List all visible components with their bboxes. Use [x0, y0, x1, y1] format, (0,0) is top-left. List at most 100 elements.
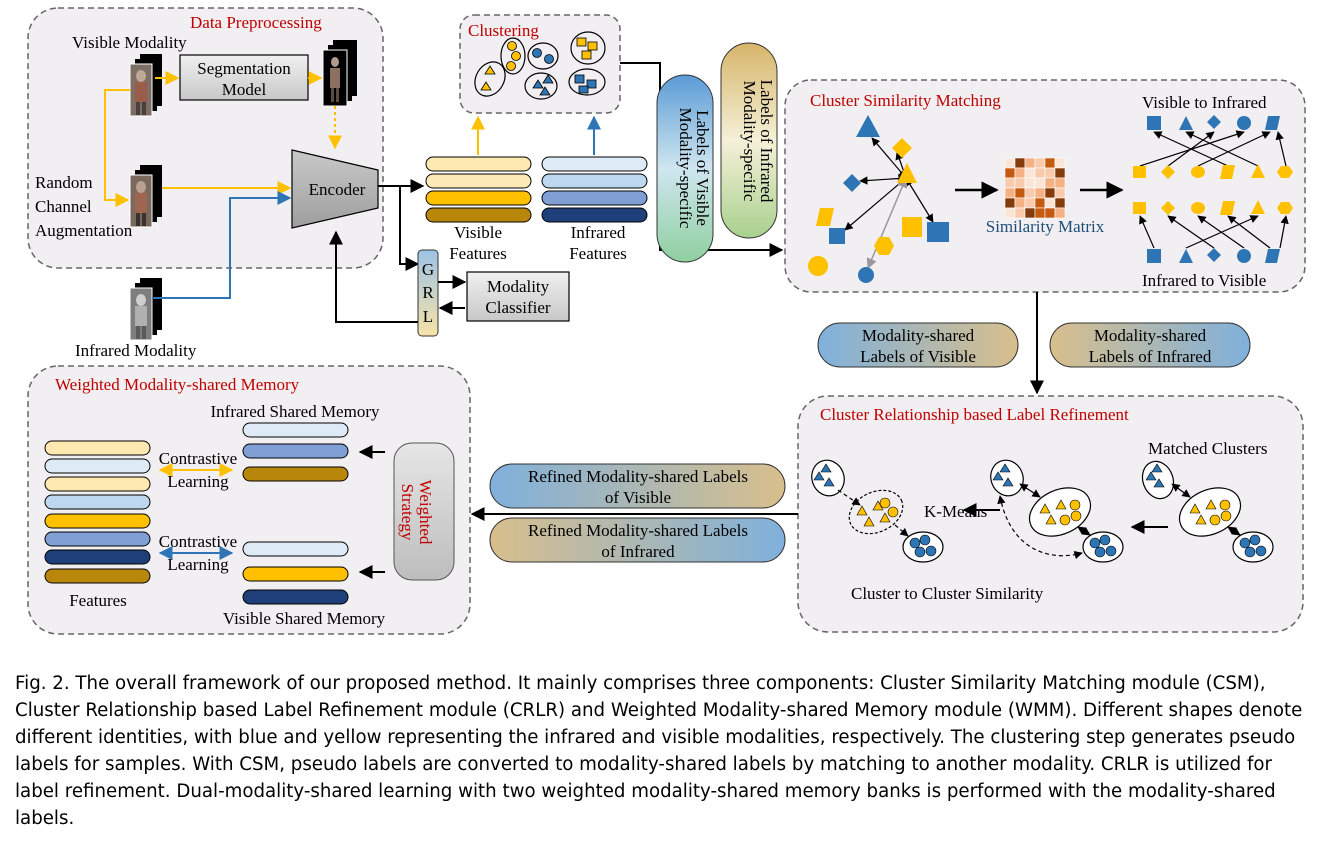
matrix-cell — [1054, 177, 1066, 189]
matrix-cell — [1024, 197, 1036, 209]
weighted-strategy-line1: Weighted — [416, 480, 435, 545]
wmm-features-stack — [44, 440, 151, 584]
augmentation-label: Augmentation — [35, 221, 133, 240]
clustering-groups — [474, 31, 606, 100]
visible-image-stack — [129, 54, 162, 117]
infrared-features-stack — [541, 156, 648, 223]
shared-visible-line1: Modality-shared — [862, 326, 975, 345]
matrix-cell — [1004, 167, 1016, 179]
vis-to-aug-arrow — [104, 89, 130, 207]
shared-labels-visible-pill — [817, 322, 1019, 368]
matrix-cell — [1024, 157, 1036, 169]
matrix-cell — [1004, 197, 1016, 209]
specific-visible-line1: Modality-specific — [676, 108, 695, 229]
matrix-cell — [1044, 187, 1056, 199]
contrastive-line2-a: Learning — [167, 472, 229, 491]
weighted-strategy-block — [393, 442, 455, 581]
framework-diagram: Data Preprocessing Visible Modality Segm… — [27, 7, 1306, 635]
similarity-matrix-label: Similarity Matrix — [986, 217, 1105, 236]
matrix-cell — [1054, 207, 1066, 219]
matrix-cell — [1004, 177, 1016, 189]
ir-to-vis-matching — [1133, 200, 1293, 263]
infrared-features-line2: Features — [569, 244, 627, 263]
grl-to-encoder-arrow — [329, 230, 418, 323]
grl-g: G — [422, 260, 434, 279]
matrix-cell — [1024, 167, 1036, 179]
matrix-cell — [1044, 167, 1056, 179]
channel-label: Channel — [35, 197, 92, 216]
similarity-matrix — [1004, 157, 1066, 219]
augmented-image-stack — [129, 165, 162, 228]
vis-to-ir-label: Visible to Infrared — [1142, 93, 1267, 112]
specific-infrared-line2: Labels of Infrared — [757, 80, 776, 203]
segmentation-model-box — [179, 54, 309, 101]
csm-title: Cluster Similarity Matching — [810, 91, 1001, 110]
refined-visible-line2: of Visible — [605, 488, 671, 507]
kmeans-label: K-Means — [924, 502, 987, 521]
infrared-shared-memory-label: Infrared Shared Memory — [211, 402, 380, 421]
refined-visible-line1: Refined Modality-shared Labels — [528, 467, 748, 486]
infrared-features-line1: Infrared — [571, 223, 626, 242]
specific-labels-infrared-pill — [720, 42, 778, 239]
matrix-cell — [1034, 177, 1046, 189]
visible-modality-label: Visible Modality — [72, 33, 187, 52]
matrix-cell — [1054, 187, 1066, 199]
matrix-cell — [1024, 177, 1036, 189]
features-label: Features — [69, 591, 127, 610]
grl-l: L — [423, 307, 433, 326]
segmentation-label-line2: Model — [222, 80, 267, 99]
refined-labels-visible-pill — [489, 463, 786, 509]
c2c-group — [990, 459, 1124, 563]
csm-graph — [808, 115, 949, 283]
refined-labels-infrared-pill — [489, 517, 786, 563]
weighted-strategy-line2: Strategy — [398, 484, 417, 541]
matrix-cell — [1034, 157, 1046, 169]
matrix-cell — [1014, 177, 1026, 189]
segmentation-label-line1: Segmentation — [197, 59, 291, 78]
specific-infrared-line1: Modality-specific — [740, 81, 759, 202]
matrix-cell — [1054, 167, 1066, 179]
matrix-cell — [1004, 157, 1016, 169]
shared-infrared-line1: Modality-shared — [1094, 326, 1207, 345]
clustering-title: Clustering — [468, 21, 539, 40]
ir-to-encoder-arrow — [152, 191, 292, 299]
matrix-cell — [1034, 167, 1046, 179]
specific-visible-line2: Labels of Visible — [693, 110, 712, 226]
matrix-cell — [1044, 197, 1056, 209]
visible-shared-memory-label: Visible Shared Memory — [223, 609, 386, 628]
segmented-image-stack — [322, 40, 357, 107]
contrastive-line2-b: Learning — [167, 555, 229, 574]
shared-labels-infrared-pill — [1049, 322, 1251, 368]
visible-shared-memory-stack — [242, 541, 349, 605]
infrared-modality-label: Infrared Modality — [75, 341, 197, 360]
matrix-cell — [1024, 187, 1036, 199]
contrastive-line1-a: Contrastive — [159, 449, 237, 468]
matrix-cell — [1044, 157, 1056, 169]
refined-infrared-line2: of Infrared — [601, 542, 675, 561]
preprocessing-title: Data Preprocessing — [190, 13, 322, 32]
wmm-title: Weighted Modality-shared Memory — [55, 375, 300, 394]
matrix-cell — [1054, 197, 1066, 209]
encoder-label: Encoder — [309, 180, 366, 199]
grl-r: R — [422, 283, 434, 302]
c2c-label: Cluster to Cluster Similarity — [851, 584, 1044, 603]
infrared-image-stack — [129, 278, 162, 341]
kmeans-group — [811, 459, 944, 563]
vis-to-ir-matching — [1133, 115, 1293, 179]
shared-infrared-line2: Labels of Infrared — [1089, 347, 1212, 366]
shared-visible-line2: Labels of Visible — [860, 347, 976, 366]
grl-block — [417, 249, 439, 337]
matrix-cell — [1044, 177, 1056, 189]
random-label: Random — [35, 173, 93, 192]
refined-infrared-line1: Refined Modality-shared Labels — [528, 521, 748, 540]
matrix-cell — [1054, 157, 1066, 169]
matrix-cell — [1014, 167, 1026, 179]
figure-caption: Fig. 2. The overall framework of our pro… — [15, 673, 1303, 829]
specific-labels-visible-pill — [656, 74, 714, 263]
crlr-title: Cluster Relationship based Label Refinem… — [820, 405, 1129, 424]
matrix-cell — [1004, 187, 1016, 199]
modality-classifier-box — [466, 271, 570, 322]
classifier-line1: Modality — [487, 277, 550, 296]
encoder-to-grl-arrow — [399, 186, 420, 271]
matrix-cell — [1014, 157, 1026, 169]
